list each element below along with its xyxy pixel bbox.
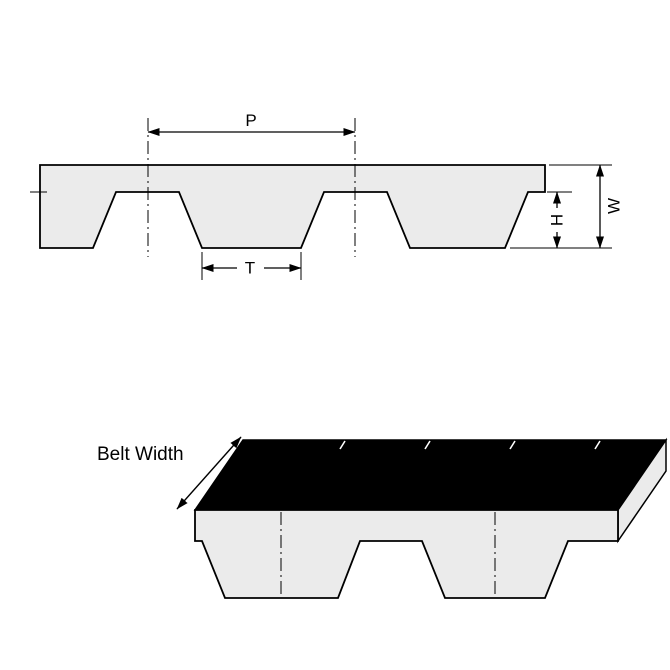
belt-width-annotation: Belt Width <box>97 436 242 510</box>
belt-isometric-view: Belt Width <box>97 436 668 599</box>
back-edge-tick <box>339 440 346 450</box>
belt-front-face-profile <box>194 509 619 599</box>
tooth-height-dimension-label: H <box>548 214 567 226</box>
belt-thickness-dimension-label: W <box>605 198 624 214</box>
belt-profile-outline <box>39 164 546 249</box>
pitch-dimension-label: P <box>245 111 256 130</box>
back-edge-tick <box>594 440 601 450</box>
top-surface-back-edge-ticks <box>339 440 601 450</box>
back-edge-tick <box>509 440 516 450</box>
tooth-width-dimension: T <box>201 252 302 280</box>
belt-thickness-dimension: W <box>510 164 624 249</box>
belt-width-arrow <box>176 436 242 510</box>
belt-cross-section-view: P T H W <box>30 111 624 280</box>
tooth-width-dimension-label: T <box>245 259 255 278</box>
pitch-dimension: P <box>147 111 356 136</box>
belt-width-label: Belt Width <box>97 444 184 465</box>
belt-top-surface <box>193 439 668 511</box>
tooth-height-dimension: H <box>547 191 572 249</box>
back-edge-tick <box>424 440 431 450</box>
